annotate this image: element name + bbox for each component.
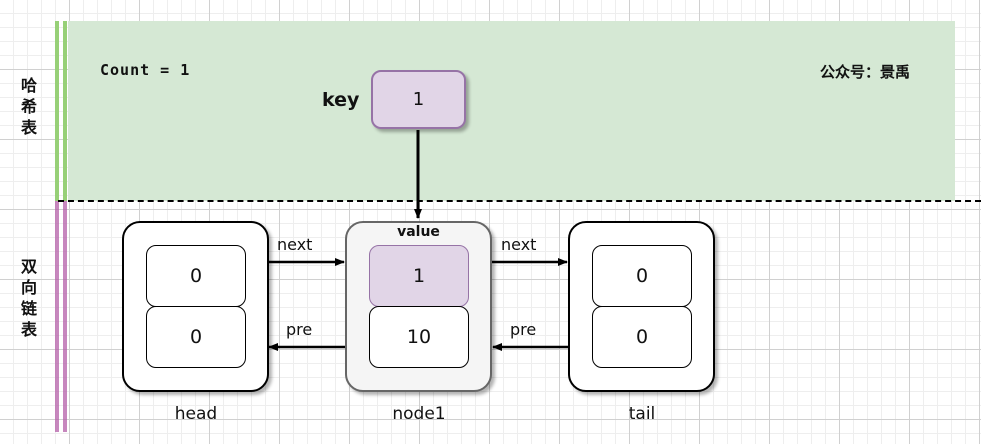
linked-list-accent-bar-1 bbox=[55, 201, 59, 432]
node-head-cell-top: 0 bbox=[146, 245, 246, 307]
key-value: 1 bbox=[412, 89, 425, 110]
node-tail-cell-bottom-value: 0 bbox=[635, 326, 649, 348]
region-divider bbox=[58, 200, 981, 202]
node-head-cell-bottom-value: 0 bbox=[189, 326, 203, 348]
linked-list-accent-bar-2 bbox=[63, 201, 67, 432]
hash-table-accent-bar-2 bbox=[63, 21, 67, 201]
node-node1-header: value bbox=[397, 224, 440, 240]
hash-table-accent-bar-1 bbox=[55, 21, 59, 201]
node-head-caption: head bbox=[174, 404, 218, 424]
brand-watermark: 公众号：景禹 bbox=[820, 63, 911, 81]
node-head-cell-bottom: 0 bbox=[146, 306, 246, 368]
region-label-hash-table: 哈希表 bbox=[20, 76, 37, 137]
key-box[interactable]: 1 bbox=[371, 70, 466, 129]
key-label: key bbox=[322, 89, 360, 111]
node-head-cell-top-value: 0 bbox=[189, 265, 203, 287]
count-annotation: Count = 1 bbox=[100, 61, 191, 79]
node-node1-cell-top-value: 1 bbox=[412, 265, 426, 287]
node-tail-cell-top: 0 bbox=[592, 245, 692, 307]
edge-label-tail-pre: pre bbox=[510, 320, 537, 339]
edge-label-head-next: next bbox=[277, 235, 313, 254]
region-label-linked-list: 双向链表 bbox=[20, 257, 37, 339]
edge-label-node1-pre: pre bbox=[286, 320, 313, 339]
node-tail-caption: tail bbox=[628, 404, 656, 424]
node-node1-cell-bottom-value: 10 bbox=[406, 326, 432, 348]
node-node1-cell-top: 1 bbox=[369, 245, 469, 307]
node-node1-cell-bottom: 10 bbox=[369, 306, 469, 368]
node-tail-cell-top-value: 0 bbox=[635, 265, 649, 287]
edge-label-node1-next: next bbox=[501, 235, 537, 254]
node-tail-cell-bottom: 0 bbox=[592, 306, 692, 368]
hash-table-region bbox=[68, 21, 955, 201]
node-node1-caption: node1 bbox=[392, 404, 446, 424]
